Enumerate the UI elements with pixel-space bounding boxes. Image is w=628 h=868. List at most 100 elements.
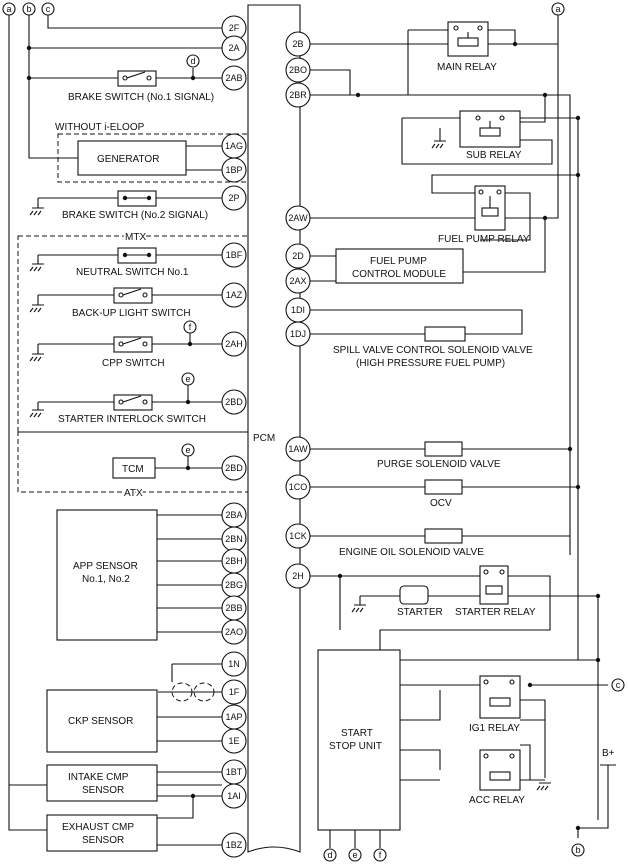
- pin-2P: 2P: [228, 193, 239, 203]
- brake-switch-2-label: BRAKE SWITCH (No.2 SIGNAL): [62, 210, 208, 221]
- intake-cmp-label: INTAKE CMP: [68, 772, 129, 783]
- pin-1CK: 1CK: [289, 531, 307, 541]
- ig1-relay-label: IG1 RELAY: [469, 723, 520, 734]
- exhaust-cmp-box: [46, 814, 158, 852]
- start-stop-unit-sublabel: STOP UNIT: [329, 741, 382, 752]
- pin-2AW: 2AW: [288, 213, 308, 223]
- ref-e-tcm: e: [185, 445, 190, 455]
- main-relay-symbol: [447, 21, 489, 57]
- backup-light-switch-label: BACK-UP LIGHT SWITCH: [72, 308, 191, 319]
- intake-cmp-box: [46, 764, 158, 802]
- fuel-pump-relay-label: FUEL PUMP RELAY: [438, 234, 530, 245]
- neutral-switch-label: NEUTRAL SWITCH No.1: [76, 267, 189, 278]
- purge-solenoid-label: PURGE SOLENOID VALVE: [377, 459, 501, 470]
- fuel-pump-relay-symbol: [474, 185, 506, 231]
- pin-2AH: 2AH: [225, 339, 243, 349]
- pin-1DI: 1DI: [291, 305, 305, 315]
- ref-b-bottom: b: [575, 845, 580, 855]
- pin-2B: 2B: [292, 39, 303, 49]
- neutral-switch: [29, 247, 222, 272]
- pin-2BR: 2BR: [289, 90, 307, 100]
- ckp-sensor-label: CKP SENSOR: [68, 716, 133, 727]
- starter-interlock-switch: [29, 372, 222, 418]
- ref-b-left: b: [26, 4, 31, 14]
- pin-1E: 1E: [228, 736, 239, 746]
- ref-f-cpp: f: [189, 322, 192, 332]
- sub-relay-label: SUB RELAY: [466, 150, 522, 161]
- pcm-label: PCM: [253, 433, 275, 444]
- right-wiring: [310, 2, 625, 862]
- pin-2D: 2D: [292, 251, 304, 261]
- app-sensor-label: APP SENSOR: [73, 561, 138, 572]
- pin-2BH: 2BH: [225, 556, 243, 566]
- brake-switch-1: [117, 54, 200, 87]
- ocv-coil: [424, 479, 463, 495]
- pin-1BF: 1BF: [226, 250, 243, 260]
- pin-1AG: 1AG: [225, 141, 243, 151]
- start-stop-unit-label: START: [341, 728, 373, 739]
- pin-1CO: 1CO: [289, 482, 308, 492]
- pin-2AX: 2AX: [289, 276, 306, 286]
- spill-valve-label: SPILL VALVE CONTROL SOLENOID VALVE: [333, 345, 533, 356]
- pin-2AB: 2AB: [225, 73, 242, 83]
- intake-cmp-sublabel: SENSOR: [82, 785, 124, 796]
- pin-1BZ: 1BZ: [226, 840, 243, 850]
- brake-switch-2: [29, 190, 222, 216]
- without-eloop-box: [57, 133, 249, 183]
- starter-interlock-label: STARTER INTERLOCK SWITCH: [58, 414, 206, 425]
- engine-oil-solenoid-coil: [424, 528, 463, 544]
- generator-box: [77, 140, 187, 176]
- brake-switch-1-label: BRAKE SWITCH (No.1 SIGNAL): [68, 92, 214, 103]
- pin-2BN: 2BN: [225, 534, 243, 544]
- pin-2BA: 2BA: [225, 510, 242, 520]
- ig1-relay-symbol: [479, 675, 521, 719]
- app-sensor-sublabel: No.1, No.2: [82, 574, 130, 585]
- spill-valve-sublabel: (HIGH PRESSURE FUEL PUMP): [356, 358, 505, 369]
- pin-2H: 2H: [292, 571, 304, 581]
- cpp-switch-label: CPP SWITCH: [102, 358, 165, 369]
- starter-relay-symbol: [479, 565, 509, 605]
- fuel-pump-module-box: [335, 248, 464, 284]
- pin-1AP: 1AP: [225, 712, 242, 722]
- ref-d-bottom: d: [327, 850, 332, 860]
- fuel-pump-module-label: FUEL PUMP: [370, 256, 427, 267]
- pin-2AO: 2AO: [225, 627, 243, 637]
- start-stop-unit-box: [317, 649, 401, 831]
- pin-2BD-atx: 2BD: [225, 463, 243, 473]
- ckp-sensor-box: [46, 689, 158, 753]
- pin-1AI: 1AI: [227, 791, 241, 801]
- without-eloop-label: WITHOUT i-ELOOP: [55, 122, 145, 133]
- left-bus-wires: [2, 2, 222, 786]
- pin-2BG: 2BG: [225, 580, 243, 590]
- pin-2F: 2F: [229, 23, 240, 33]
- pcm-body: [247, 4, 301, 853]
- exhaust-cmp-sublabel: SENSOR: [82, 835, 124, 846]
- atx-label: ATX: [124, 488, 143, 499]
- right-pins: [285, 31, 311, 589]
- spill-valve-coil: [424, 326, 466, 342]
- engine-oil-solenoid-label: ENGINE OIL SOLENOID VALVE: [339, 547, 484, 558]
- ref-a-left: a: [6, 4, 11, 14]
- pin-1AW: 1AW: [288, 444, 308, 454]
- sub-relay-symbol: [459, 110, 521, 148]
- main-relay-label: MAIN RELAY: [437, 62, 497, 73]
- ref-e-bottom: e: [352, 850, 357, 860]
- atx-box: [17, 431, 249, 493]
- acc-relay-label: ACC RELAY: [469, 795, 525, 806]
- ocv-label: OCV: [430, 498, 452, 509]
- purge-solenoid-coil: [424, 441, 463, 457]
- starter-relay-label: STARTER RELAY: [455, 607, 536, 618]
- pin-2BO: 2BO: [289, 65, 307, 75]
- pin-1N: 1N: [228, 659, 240, 669]
- battery-label: B+: [602, 748, 615, 759]
- acc-relay-symbol: [479, 749, 521, 791]
- tcm-label: TCM: [122, 464, 144, 475]
- ref-a-right: a: [555, 4, 560, 14]
- starter-label: STARTER: [397, 607, 443, 618]
- pin-1F: 1F: [229, 687, 240, 697]
- app-sensor-box: [56, 509, 158, 641]
- ref-d-brake: d: [190, 56, 195, 66]
- ref-c-left: c: [46, 4, 51, 14]
- pin-2A: 2A: [228, 43, 239, 53]
- fuel-pump-module-sublabel: CONTROL MODULE: [352, 269, 446, 280]
